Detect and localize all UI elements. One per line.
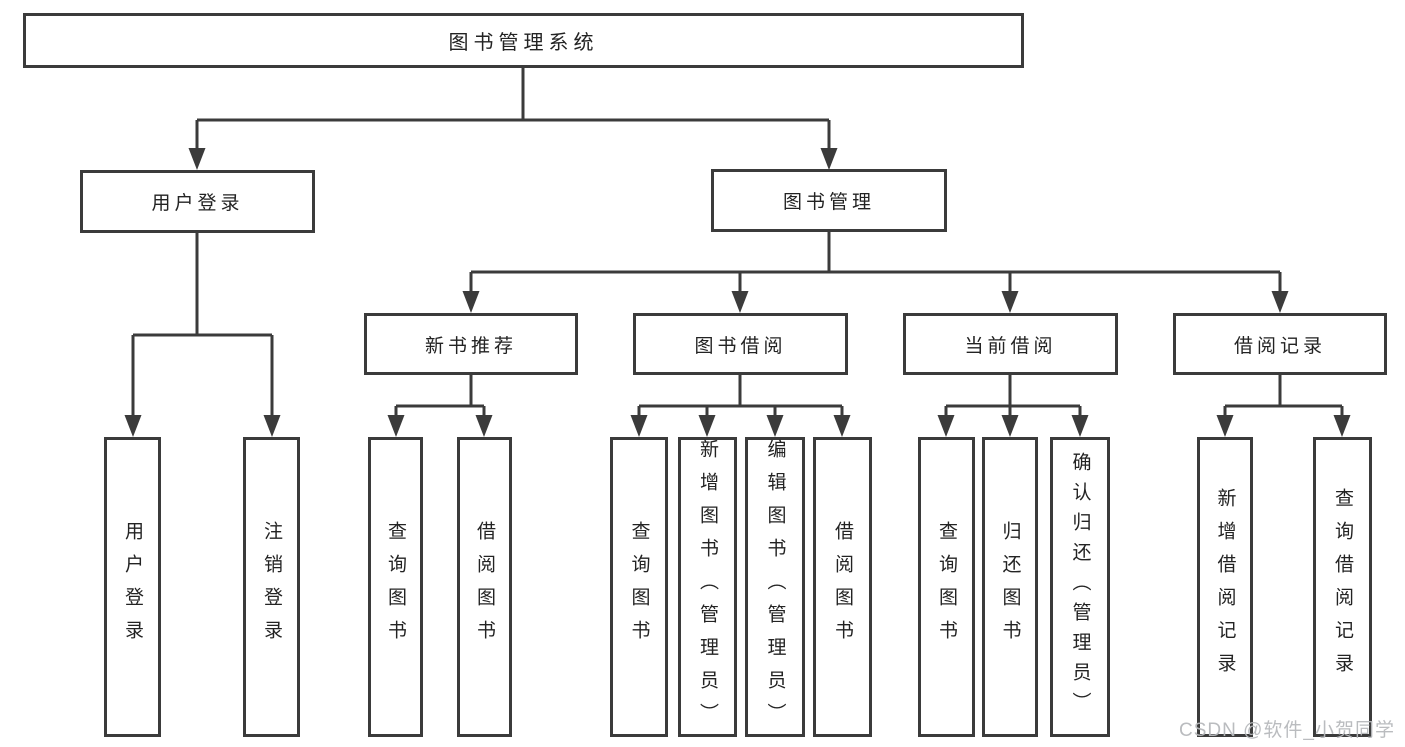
node-leaf-add-books-admin: 新增图书（管理员） bbox=[678, 437, 737, 737]
node-leaf-borrow-books: 借阅图书 bbox=[813, 437, 872, 737]
arrowheads bbox=[124, 148, 1351, 437]
node-leaf-edit-books-admin: 编辑图书（管理员） bbox=[745, 437, 805, 737]
node-new-book-recommend: 新书推荐 bbox=[364, 313, 578, 375]
node-leaf-add-borrow-record-label: 新增借阅记录 bbox=[1214, 488, 1236, 686]
node-current-borrow-label: 当前借阅 bbox=[964, 335, 1057, 357]
node-borrow-record-label: 借阅记录 bbox=[1233, 335, 1326, 357]
node-leaf-query-books-current-label: 查询图书 bbox=[936, 521, 957, 653]
node-leaf-user-login: 用户登录 bbox=[104, 437, 161, 737]
node-leaf-add-books-admin-label: 新增图书（管理员） bbox=[697, 438, 718, 736]
node-leaf-query-books-current: 查询图书 bbox=[918, 437, 975, 737]
node-borrow-record: 借阅记录 bbox=[1173, 313, 1387, 375]
connector-paths bbox=[131, 68, 1344, 416]
node-leaf-query-borrow-record-label: 查询借阅记录 bbox=[1332, 488, 1353, 686]
node-current-borrow: 当前借阅 bbox=[903, 313, 1118, 375]
node-leaf-query-borrow-record: 查询借阅记录 bbox=[1313, 437, 1372, 737]
node-leaf-add-borrow-record: 新增借阅记录 bbox=[1197, 437, 1253, 737]
node-leaf-query-books-recommend: 查询图书 bbox=[368, 437, 423, 737]
node-user-login-label: 用户登录 bbox=[151, 193, 244, 214]
node-leaf-return-books: 归还图书 bbox=[982, 437, 1038, 737]
node-leaf-borrow-books-label: 借阅图书 bbox=[832, 521, 853, 653]
node-root: 图书管理系统 bbox=[23, 13, 1024, 68]
node-leaf-query-books-recommend-label: 查询图书 bbox=[385, 521, 406, 653]
node-leaf-logout-label: 注销登录 bbox=[261, 521, 282, 653]
node-root-label: 图书管理系统 bbox=[448, 32, 599, 54]
node-new-book-recommend-label: 新书推荐 bbox=[424, 335, 517, 357]
node-leaf-confirm-return-admin: 确认归还（管理员） bbox=[1050, 437, 1110, 737]
node-leaf-query-books-borrow: 查询图书 bbox=[610, 437, 668, 737]
node-book-borrow: 图书借阅 bbox=[633, 313, 848, 375]
node-book-management: 图书管理 bbox=[711, 169, 947, 232]
node-leaf-query-books-borrow-label: 查询图书 bbox=[628, 521, 650, 653]
csdn-watermark: CSDN @软件_小贺同学 bbox=[1179, 720, 1395, 741]
node-leaf-edit-books-admin-label: 编辑图书（管理员） bbox=[764, 438, 786, 736]
node-leaf-return-books-label: 归还图书 bbox=[999, 521, 1021, 653]
node-leaf-confirm-return-admin-label: 确认归还（管理员） bbox=[1069, 452, 1091, 722]
node-leaf-borrow-books-recommend-label: 借阅图书 bbox=[474, 521, 495, 653]
node-leaf-user-login-label: 用户登录 bbox=[122, 521, 143, 653]
node-leaf-logout: 注销登录 bbox=[243, 437, 300, 737]
node-book-management-label: 图书管理 bbox=[782, 192, 875, 213]
node-book-borrow-label: 图书借阅 bbox=[694, 335, 787, 357]
node-user-login: 用户登录 bbox=[80, 170, 315, 233]
node-leaf-borrow-books-recommend: 借阅图书 bbox=[457, 437, 512, 737]
